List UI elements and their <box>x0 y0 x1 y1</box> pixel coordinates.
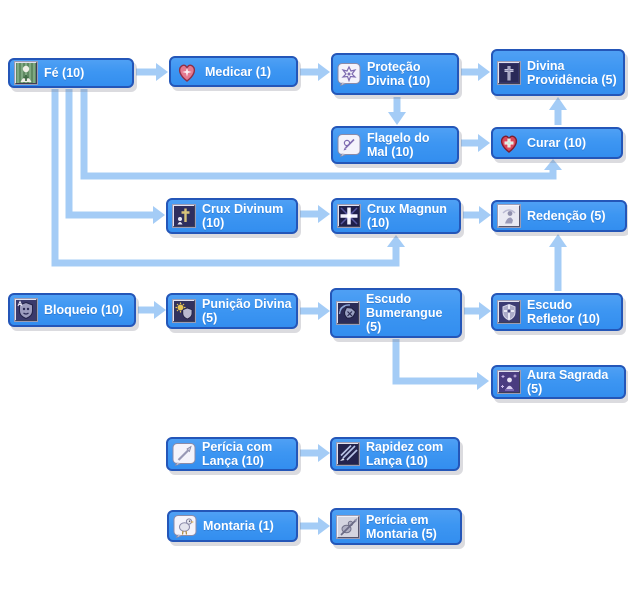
skill-node-medicar[interactable]: Medicar (1) <box>169 56 298 87</box>
skill-label: Redenção (5) <box>527 209 606 223</box>
kneeling-figure-icon <box>497 204 521 228</box>
skill-label: Crux Divinum (10) <box>202 202 284 230</box>
skill-node-montaria[interactable]: Montaria (1) <box>167 510 298 542</box>
skill-node-fe[interactable]: Fé (10) <box>8 58 134 88</box>
silver-cross-icon <box>497 60 521 85</box>
skill-node-curar[interactable]: Curar (10) <box>491 127 623 159</box>
edge-fe-cruxdivinum <box>65 89 153 219</box>
arrowhead <box>479 206 491 224</box>
spinning-shield-icon <box>336 301 360 325</box>
spear-bubble-icon <box>172 442 196 467</box>
pink-heart-sparkle-icon <box>175 60 199 84</box>
skill-node-crux-magnun[interactable]: Crux Magnun (10) <box>331 198 461 234</box>
arrow-bubble-icon <box>337 133 361 158</box>
praying-figure-icon <box>14 61 38 85</box>
sun-shield-icon <box>172 299 196 323</box>
skill-label: Aura Sagrada (5) <box>527 368 609 396</box>
arrowhead <box>318 205 330 223</box>
arrowhead <box>318 302 330 320</box>
skill-node-escudo-refletor[interactable]: Escudo Refletor (10) <box>491 293 623 331</box>
skill-node-pericia-em-montaria[interactable]: Perícia em Montaria (5) <box>330 508 462 545</box>
skill-node-pericia-com-lanca[interactable]: Perícia com Lança (10) <box>166 437 298 471</box>
skill-label: Escudo Bumerangue (5) <box>366 292 443 334</box>
skill-label: Proteção Divina (10) <box>367 60 431 88</box>
edge-bumerangue-aura <box>392 339 477 385</box>
skill-label: Perícia com Lança (10) <box>202 440 273 468</box>
skill-node-rapidez-com-lanca[interactable]: Rapidez com Lança (10) <box>330 437 460 471</box>
skill-label: Divina Providência (5) <box>527 58 617 87</box>
skill-label: Perícia em Montaria (5) <box>366 512 437 541</box>
arrowhead <box>544 159 562 170</box>
arrowhead <box>478 63 490 81</box>
skill-node-divina-providencia[interactable]: Divina Providência (5) <box>491 49 625 96</box>
arrowhead <box>388 112 406 125</box>
cross-shield-icon <box>497 300 521 324</box>
skill-node-punicao-divina[interactable]: Punição Divina (5) <box>166 293 298 329</box>
holy-aura-icon <box>497 370 521 394</box>
arrowhead <box>477 372 489 390</box>
glowing-cross-icon <box>337 204 361 228</box>
arrowhead <box>318 63 330 81</box>
skill-node-flagelo-do-mal[interactable]: Flagelo do Mal (10) <box>331 126 459 164</box>
arrowhead <box>387 235 405 247</box>
skill-label: Flagelo do Mal (10) <box>367 131 430 159</box>
gold-cross-icon <box>172 204 196 228</box>
skill-label: Medicar (1) <box>205 64 271 79</box>
skill-node-redencao[interactable]: Redenção (5) <box>491 200 627 232</box>
arrowhead <box>318 517 330 535</box>
mounted-spear-icon <box>336 514 360 539</box>
red-heart-cross-icon <box>497 131 521 155</box>
arrowhead <box>478 134 490 152</box>
arrowhead <box>156 63 168 81</box>
bird-mount-icon <box>173 514 197 539</box>
spear-streaks-icon <box>336 442 360 466</box>
arrowhead <box>153 206 165 224</box>
skill-node-escudo-bumerangue[interactable]: Escudo Bumerangue (5) <box>330 288 462 338</box>
skill-label: Fé (10) <box>44 66 85 80</box>
arrowhead <box>549 97 567 110</box>
edge-fe-cruxmagnun <box>51 89 400 267</box>
shield-face-icon <box>14 298 38 322</box>
skill-label: Punição Divina (5) <box>202 297 292 325</box>
arrowhead <box>479 302 491 320</box>
edge-fe-curar <box>80 89 557 180</box>
skill-label: Curar (10) <box>527 136 587 150</box>
skill-label: Rapidez com Lança (10) <box>366 440 444 468</box>
skill-label: Crux Magnun (10) <box>367 202 447 230</box>
skill-label: Montaria (1) <box>203 519 274 533</box>
arrowhead <box>154 301 166 319</box>
skill-node-aura-sagrada[interactable]: Aura Sagrada (5) <box>491 365 626 399</box>
skill-label: Escudo Refletor (10) <box>527 298 600 326</box>
arrowhead <box>549 234 567 247</box>
arrowhead <box>318 444 330 462</box>
skill-node-protecao-divina[interactable]: Proteção Divina (10) <box>331 53 459 95</box>
skill-node-crux-divinum[interactable]: Crux Divinum (10) <box>166 198 298 234</box>
burst-bubble-icon <box>337 62 361 87</box>
skill-node-bloqueio[interactable]: Bloqueio (10) <box>8 293 136 327</box>
skill-label: Bloqueio (10) <box>44 303 124 317</box>
